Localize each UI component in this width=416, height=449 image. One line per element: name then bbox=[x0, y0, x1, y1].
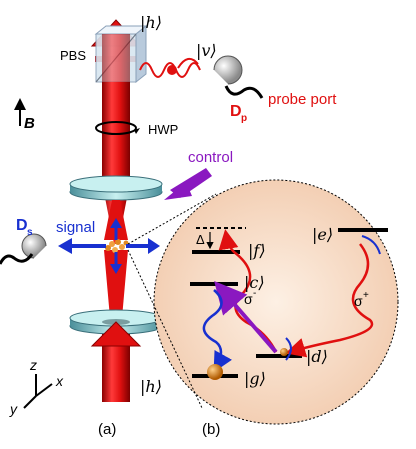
label-b: B bbox=[24, 115, 35, 132]
label-hwp: HWP bbox=[148, 122, 178, 137]
label-ds: D bbox=[16, 217, 28, 234]
label-delta: Δ bbox=[196, 232, 205, 247]
label-dp-sub: p bbox=[241, 113, 247, 124]
upper-waveplate bbox=[69, 175, 163, 201]
label-axis-y: y bbox=[9, 401, 18, 417]
atom-cloud bbox=[105, 239, 129, 253]
label-panel-b: (b) bbox=[202, 421, 220, 438]
label-level-g: |g⟩ bbox=[244, 369, 266, 388]
atom-d bbox=[280, 348, 288, 356]
level-diagram-inset bbox=[127, 179, 399, 425]
label-level-d: |d⟩ bbox=[306, 347, 328, 366]
label-control: control bbox=[188, 149, 233, 166]
signal-arrows bbox=[58, 218, 160, 274]
label-h-top: |h⟩ bbox=[140, 13, 162, 32]
label-signal: signal bbox=[56, 219, 95, 236]
pbs-reflect-beam bbox=[177, 57, 199, 69]
coordinate-axes bbox=[23, 374, 53, 409]
signal-detector-ds bbox=[0, 233, 47, 265]
label-panel-a: (a) bbox=[98, 421, 116, 438]
label-sigma-minus-sup: - bbox=[253, 288, 256, 299]
e-curve bbox=[361, 235, 381, 255]
hwp-ring bbox=[95, 121, 140, 135]
control-arrow bbox=[164, 168, 212, 200]
label-sigma-plus: σ bbox=[354, 293, 363, 309]
atom-g bbox=[207, 364, 223, 380]
sigma-plus-transition bbox=[285, 243, 374, 358]
label-level-c: |c⟩ bbox=[244, 273, 265, 292]
control-transition bbox=[214, 280, 278, 354]
input-beam-bottom bbox=[90, 321, 142, 402]
pbs-cube bbox=[94, 24, 148, 84]
probe-wave bbox=[139, 62, 201, 78]
label-v: |v⟩ bbox=[196, 41, 217, 60]
label-probe-port: probe port bbox=[268, 91, 337, 108]
label-dp: D bbox=[230, 103, 242, 120]
label-pbs: PBS bbox=[60, 48, 86, 63]
label-sigma-minus: σ bbox=[244, 291, 253, 307]
focus-cone-lower bbox=[104, 250, 128, 318]
label-level-f: |f⟩ bbox=[248, 241, 266, 260]
d-curve bbox=[285, 337, 292, 361]
label-axis-x: x bbox=[55, 373, 64, 389]
label-sigma-plus-sup: + bbox=[363, 290, 369, 301]
label-level-e: |e⟩ bbox=[312, 225, 333, 244]
label-ds-sub: s bbox=[27, 227, 33, 238]
label-axis-z: z bbox=[29, 357, 37, 373]
label-h-bottom: |h⟩ bbox=[140, 377, 162, 396]
signal-transition bbox=[202, 289, 233, 373]
probe-detector-dp bbox=[213, 55, 264, 99]
